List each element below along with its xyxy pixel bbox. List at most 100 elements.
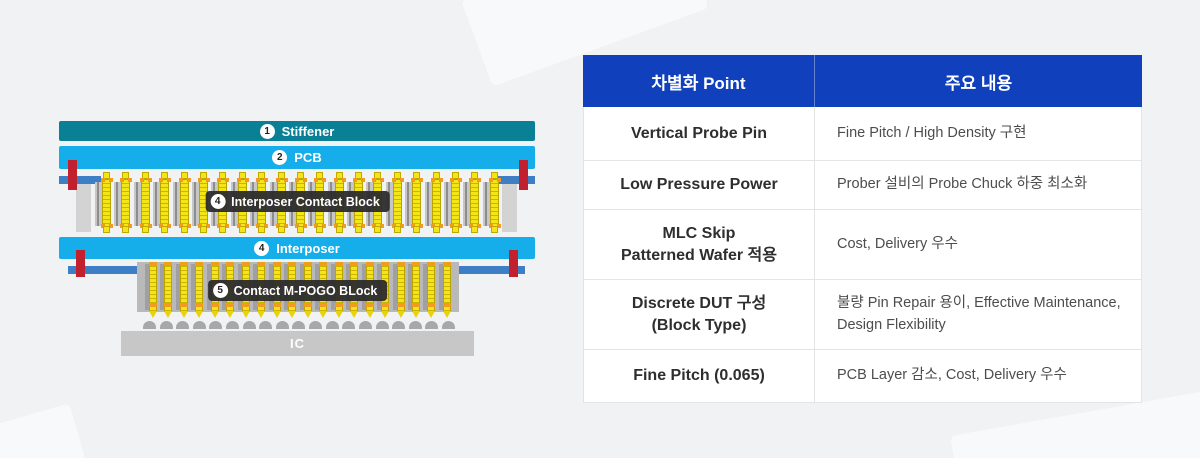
pin-bottom-tab	[316, 226, 324, 233]
background-decoration	[0, 403, 87, 458]
pin-bottom-tab	[452, 226, 460, 233]
table-header-desc: 주요 내용	[944, 73, 1013, 93]
pin-spring	[450, 178, 461, 227]
pogo-pin	[145, 262, 158, 320]
label-contact-mpogo-block: 5 Contact M-POGO BLock	[207, 280, 388, 301]
table-row: Discrete DUT 구성 (Block Type)불량 Pin Repai…	[584, 280, 1141, 350]
pin-top-tab	[199, 172, 207, 179]
layer-interposer: 4 Interposer	[59, 237, 535, 259]
desc-cell: Fine Pitch / High Density 구현	[837, 124, 1027, 141]
pin-spring	[179, 262, 188, 312]
pin-pillar	[191, 264, 196, 310]
pin-pillar	[423, 264, 428, 310]
pin-tip	[319, 311, 328, 318]
contact-pin	[95, 172, 112, 233]
point-cell: Discrete DUT 구성 (Block Type)	[584, 280, 815, 349]
solder-bump	[242, 321, 256, 329]
layer-stiffener: 1 Stiffener	[59, 121, 535, 141]
desc-cell: PCB Layer 감소, Cost, Delivery 우수	[837, 367, 1067, 384]
pin-bottom-tab	[355, 226, 363, 233]
pin-tip	[427, 311, 436, 318]
pin-top-tab	[413, 172, 421, 179]
pogo-pin	[423, 262, 436, 320]
solder-bump	[259, 321, 273, 329]
pin-tip	[179, 311, 188, 318]
pin-top-tab	[471, 172, 479, 179]
pin-bottom-tab	[199, 226, 207, 233]
mount-rail	[494, 176, 535, 184]
solder-bump	[176, 321, 190, 329]
solder-bump	[441, 321, 455, 329]
pin-spring	[411, 262, 420, 312]
pogo-pin	[392, 262, 406, 320]
pin-spring	[164, 262, 173, 312]
solder-bump	[342, 321, 356, 329]
solder-bump	[292, 321, 306, 329]
pin-spring	[101, 178, 111, 227]
pin-top-tab	[432, 172, 440, 179]
pin-bottom-tab	[296, 226, 304, 233]
solder-bump	[425, 321, 439, 329]
pin-bottom-tab	[471, 226, 479, 233]
pin-top-tab	[103, 172, 110, 179]
pin-bottom-tab	[103, 226, 110, 233]
pin-top-tab	[355, 172, 363, 179]
pin-bottom-tab	[490, 226, 498, 233]
pin-pillar	[160, 264, 165, 310]
solder-bump	[325, 321, 339, 329]
label-interposer-contact-block: 4 Interposer Contact Block	[205, 191, 390, 212]
pin-top-tab	[335, 172, 343, 179]
clamp-pin	[519, 160, 528, 190]
pin-tip	[303, 311, 312, 318]
solder-bump	[226, 321, 240, 329]
layer-label: Interposer	[276, 240, 340, 256]
pin-spring	[149, 262, 157, 312]
pin-top-tab	[180, 172, 188, 179]
pin-pillar	[145, 264, 149, 310]
pin-bottom-tab	[277, 226, 285, 233]
layer-label: PCB	[294, 150, 322, 165]
pin-spring	[391, 178, 402, 227]
pin-bottom-tab	[335, 226, 343, 233]
pin-pillar	[444, 182, 452, 226]
pin-top-tab	[277, 172, 285, 179]
table-header-point: 차별화 Point	[583, 55, 815, 107]
solder-bump	[358, 321, 372, 329]
pin-tip	[241, 311, 250, 318]
pin-top-tab	[161, 172, 169, 179]
pin-spring	[469, 178, 480, 227]
solder-bump	[159, 321, 173, 329]
pin-top-tab	[490, 172, 498, 179]
pin-spring	[120, 178, 131, 227]
contact-pin	[463, 172, 480, 233]
pin-bottom-tab	[413, 226, 421, 233]
side-support	[76, 182, 91, 232]
layer-number-badge: 4	[254, 240, 270, 256]
layer-label: Interposer Contact Block	[231, 194, 380, 209]
pin-top-tab	[258, 172, 266, 179]
pin-top-tab	[122, 172, 130, 179]
pin-pillar	[463, 182, 471, 226]
pin-top-tab	[296, 172, 304, 179]
pin-pillar	[172, 182, 180, 226]
pogo-pin	[438, 262, 452, 320]
pin-bottom-tab	[161, 226, 169, 233]
pin-top-tab	[452, 172, 460, 179]
solder-bump	[408, 321, 422, 329]
pin-tip	[350, 311, 359, 318]
pin-tip	[272, 311, 281, 318]
pin-spring	[139, 178, 150, 227]
pin-pillar	[392, 264, 397, 310]
clamp-pin	[509, 250, 518, 277]
pin-spring	[427, 262, 436, 312]
pin-bottom-tab	[219, 226, 227, 233]
pin-spring	[159, 178, 170, 227]
point-cell: Fine Pitch (0.065)	[584, 350, 815, 402]
pin-bottom-tab	[393, 226, 401, 233]
desc-cell: Cost, Delivery 우수	[837, 235, 958, 252]
